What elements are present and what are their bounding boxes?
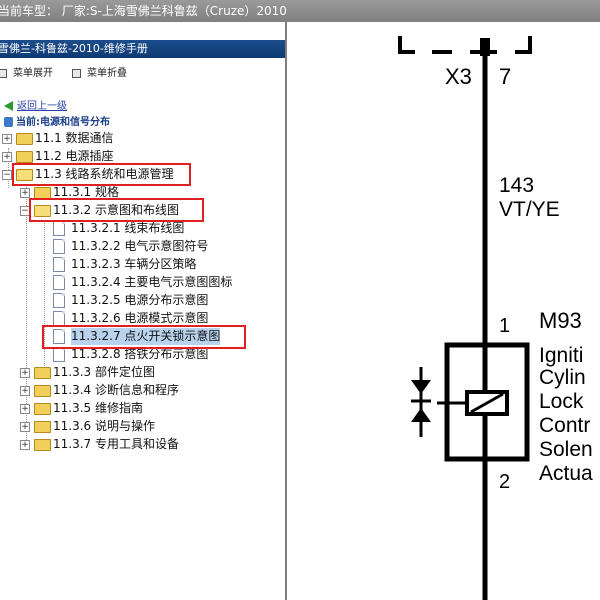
document-icon (53, 293, 65, 308)
connector-label: X3 (445, 64, 472, 89)
folder-icon (34, 421, 51, 433)
window-title: 当前车型： 厂家:S-上海雪佛兰科鲁兹（Cruze）2010 (0, 4, 287, 18)
document-icon (53, 311, 65, 326)
expand-toggle-icon[interactable]: + (20, 188, 30, 198)
document-icon (53, 221, 65, 236)
folder-icon (34, 439, 51, 451)
window-title-bar: 当前车型： 厂家:S-上海雪佛兰科鲁兹（Cruze）2010 (0, 0, 600, 22)
diagram-panel: X3 7 143 VT/YE 1 M93 2 Igniti Cylin Lock… (287, 22, 600, 600)
expand-menu-button[interactable]: 菜单展开 (0, 64, 53, 79)
expand-toggle-icon[interactable]: + (20, 368, 30, 378)
expand-toggle-icon[interactable]: + (20, 440, 30, 450)
navigation-panel: 雪佛兰-科鲁兹-2010-维修手册 菜单展开 菜单折叠 返回上一级 当前:电源和… (0, 22, 287, 600)
highlight-box-11-3-2-7 (42, 325, 246, 349)
highlight-box-11-3 (12, 163, 191, 186)
actuator-arrows-icon (411, 367, 431, 437)
expand-toggle-icon[interactable]: + (20, 422, 30, 432)
component-name-line-1: Igniti (539, 344, 583, 367)
back-arrow-icon (4, 101, 13, 111)
connector-pin-number: 7 (499, 64, 511, 89)
document-icon (53, 329, 65, 344)
component-id: M93 (539, 308, 582, 333)
expand-toggle-icon[interactable]: + (2, 134, 12, 144)
collapse-menu-button[interactable]: 菜单折叠 (72, 64, 127, 79)
manual-title: 雪佛兰-科鲁兹-2010-维修手册 (0, 42, 148, 55)
folder-icon (34, 385, 51, 397)
expand-toggle-icon[interactable]: + (20, 404, 30, 414)
document-icon (53, 257, 65, 272)
wiring-diagram: X3 7 143 VT/YE 1 M93 2 Igniti Cylin Lock… (398, 36, 593, 600)
collapse-toggle-icon[interactable]: − (2, 170, 12, 180)
back-link[interactable]: 返回上一级 (4, 97, 67, 112)
folder-icon (34, 403, 51, 415)
component-name-line-6: Actua (539, 462, 593, 485)
folder-icon (16, 133, 33, 145)
manual-title-bar: 雪佛兰-科鲁兹-2010-维修手册 (0, 40, 285, 58)
document-icon (53, 347, 65, 362)
folder-icon (34, 367, 51, 379)
component-pin-top: 1 (499, 315, 510, 337)
expand-toggle-icon[interactable]: + (2, 152, 12, 162)
component-name-line-3: Lock (539, 390, 584, 413)
expand-toggle-icon[interactable]: + (20, 386, 30, 396)
document-icon (53, 275, 65, 290)
collapse-icon (72, 68, 81, 78)
expand-icon (0, 68, 7, 78)
folder-icon (16, 151, 33, 163)
component-name-line-5: Solen (539, 438, 593, 461)
connector-pin-icon (480, 38, 490, 56)
computer-icon (4, 117, 13, 127)
highlight-box-11-3-2 (29, 198, 204, 222)
component-name-line-4: Contr (539, 414, 590, 437)
open-folder-icon (16, 169, 33, 181)
wire-color: VT/YE (499, 198, 560, 221)
document-icon (53, 239, 65, 254)
component-name-line-2: Cylin (539, 366, 586, 389)
open-folder-icon (34, 205, 51, 217)
wire-number: 143 (499, 174, 534, 197)
current-location: 当前:电源和信号分布 (4, 113, 110, 128)
component-pin-bottom: 2 (499, 471, 510, 493)
